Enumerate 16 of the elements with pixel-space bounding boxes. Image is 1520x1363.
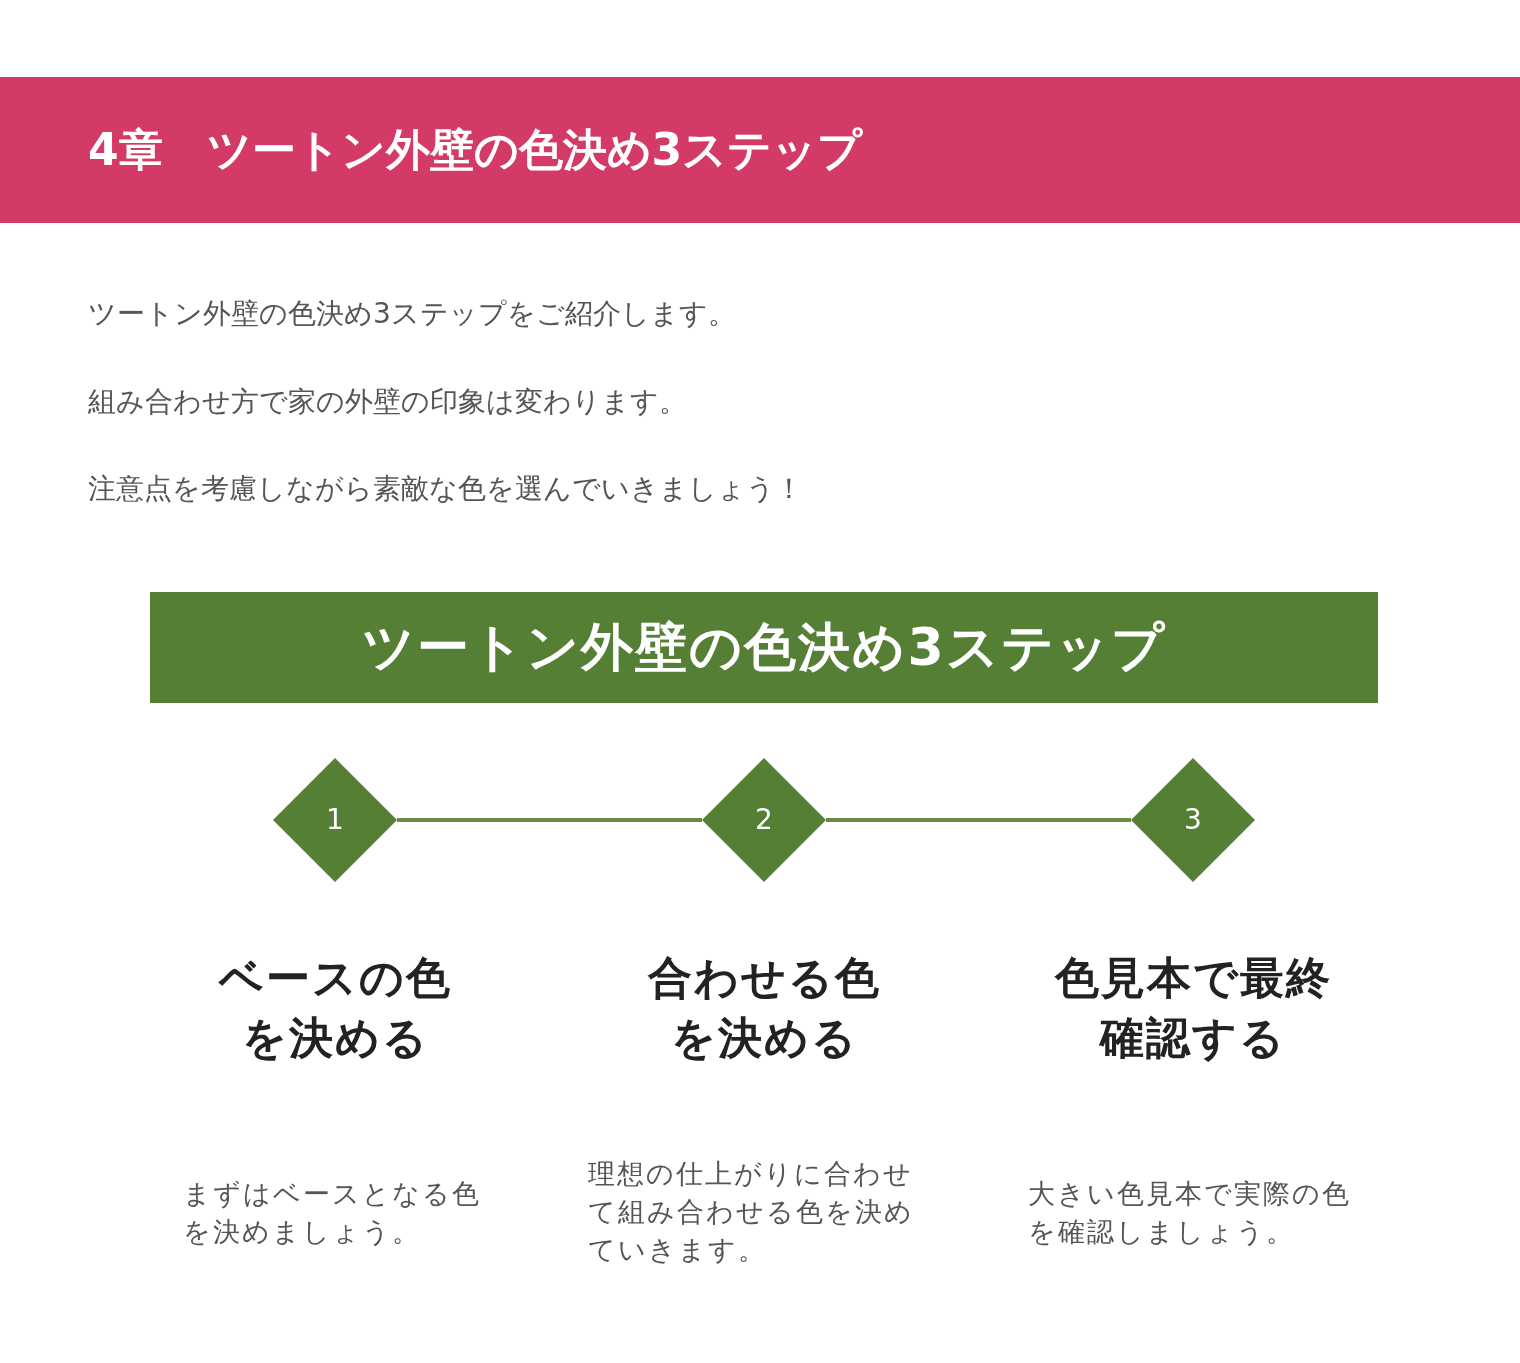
paragraph: 注意点を考慮しながら素敵な色を選んでいきましょう！ bbox=[88, 471, 803, 507]
heading-banner: 4章 ツートン外壁の色決め3ステップ bbox=[0, 77, 1520, 223]
step-diamond: 1 bbox=[273, 758, 397, 882]
step-diamond: 3 bbox=[1131, 758, 1255, 882]
paragraph: 組み合わせ方で家の外壁の印象は変わります。 bbox=[88, 384, 687, 420]
connector-line bbox=[397, 818, 702, 822]
step-description: 理想の仕上がりに合わせて組み合わせる色を決めていきます。 bbox=[588, 1157, 915, 1267]
step-heading: 色見本で最終確認する bbox=[1053, 951, 1333, 1065]
step-heading: 合わせる色を決める bbox=[646, 951, 882, 1065]
paragraph: ツートン外壁の色決め3ステップをご紹介します。 bbox=[88, 296, 736, 332]
step-diamond: 2 bbox=[702, 758, 826, 882]
title-banner: ツートン外壁の色決め3ステップ bbox=[150, 592, 1378, 703]
connector-line bbox=[826, 818, 1131, 822]
step-description: 大きい色見本で実際の色を確認しましょう。 bbox=[1028, 1177, 1352, 1249]
step-heading: ベースの色を決める bbox=[217, 951, 453, 1065]
step-description: まずはベースとなる色を決めましょう。 bbox=[183, 1177, 482, 1249]
